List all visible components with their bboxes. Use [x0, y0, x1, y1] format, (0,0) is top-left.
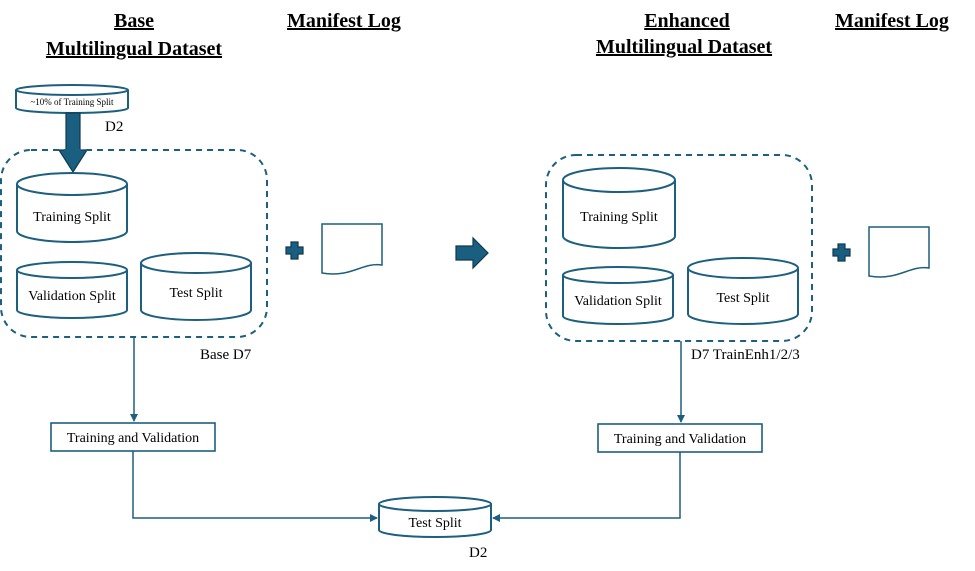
left-dataset-header-line1: Base: [114, 10, 154, 32]
left-group-tag: Base D7: [200, 347, 252, 363]
left-process-label: Training and Validation: [67, 431, 199, 446]
right-to-test-connector: [492, 452, 681, 522]
right-training-cylinder: Training Split: [562, 167, 676, 249]
enhanced-dataset-group: [545, 154, 813, 342]
left-validation-cylinder: Validation Split: [16, 261, 128, 319]
right-process-label: Training and Validation: [614, 432, 746, 447]
left-dataset-header-line2: Multilingual Dataset: [46, 38, 222, 60]
left-manifest-header: Manifest Log: [287, 10, 401, 32]
right-dataset-header-line2: Multilingual Dataset: [596, 36, 772, 58]
right-training-label: Training Split: [580, 210, 658, 225]
right-process-box: [597, 423, 763, 453]
right-arrow-icon: [455, 236, 489, 270]
bottom-test-label: Test Split: [408, 516, 461, 531]
plus-icon: [285, 241, 304, 260]
bottom-test-tag: D2: [469, 545, 487, 561]
bottom-test-cylinder: Test Split: [378, 496, 492, 538]
manifest-document-icon: [868, 226, 930, 278]
left-test-label: Test Split: [169, 286, 222, 301]
right-validation-cylinder: Validation Split: [562, 266, 674, 325]
left-training-label: Training Split: [33, 210, 111, 225]
left-training-cylinder: Training Split: [16, 172, 128, 243]
left-to-test-connector: [132, 451, 378, 522]
down-arrow-icon: [57, 112, 89, 174]
right-test-label: Test Split: [716, 291, 769, 306]
source-tag: D2: [105, 119, 123, 135]
source-cylinder-label: ~10% of Training Split: [30, 97, 114, 107]
right-test-cylinder: Test Split: [687, 257, 799, 325]
source-cylinder: ~10% of Training Split: [15, 84, 129, 114]
right-dataset-header-line1: Enhanced: [644, 10, 730, 32]
right-validation-label: Validation Split: [574, 294, 662, 309]
left-validation-label: Validation Split: [28, 289, 116, 304]
manifest-document-icon: [321, 223, 383, 275]
plus-icon: [832, 243, 851, 262]
right-manifest-header: Manifest Log: [835, 10, 949, 32]
left-test-cylinder: Test Split: [140, 252, 252, 321]
left-process-box: [50, 422, 216, 452]
right-group-tag: D7 TrainEnh1/2/3: [691, 347, 800, 363]
